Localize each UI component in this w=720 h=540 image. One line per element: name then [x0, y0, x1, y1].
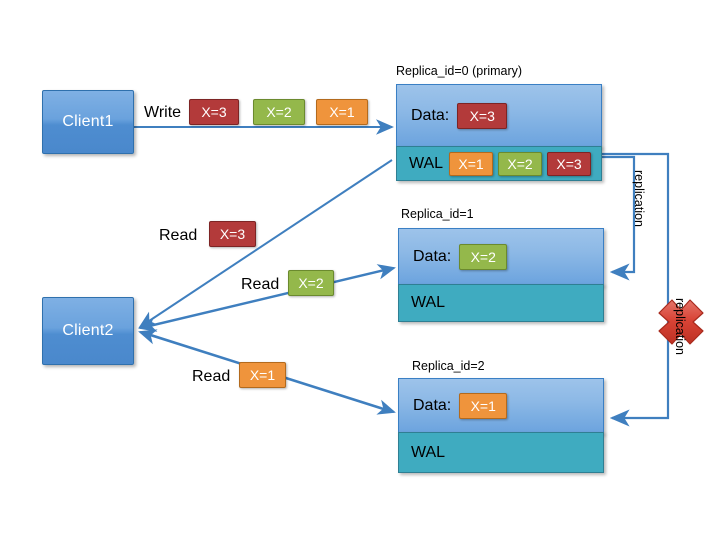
- client1-label: Client1: [62, 113, 114, 130]
- replica0-wal-entry-3: X=3: [547, 151, 592, 176]
- replica0-caption: Replica_id=0 (primary): [396, 64, 523, 78]
- replica0-wal-entry-1: X=1: [449, 151, 494, 176]
- replica0-data-box: Data: X=3: [396, 84, 602, 148]
- write-flow-label: Write: [144, 104, 182, 121]
- replica1-caption: Replica_id=1: [401, 207, 474, 221]
- replica1-data-label: Data:: [413, 248, 452, 265]
- replica1-wal-box: WAL: [398, 284, 604, 322]
- replica0-wal-label: WAL: [409, 154, 444, 172]
- replication-label-replica2: replication: [673, 298, 687, 355]
- replica1-data-box: Data: X=2: [398, 228, 604, 286]
- read3-flow-label: Read: [192, 368, 231, 385]
- replica2-caption: Replica_id=2: [412, 359, 485, 373]
- write-chip-3: X=1: [316, 99, 368, 125]
- read1-flow-label: Read: [159, 227, 198, 244]
- replica1-data-value: X=2: [459, 244, 508, 270]
- read2-chip: X=2: [288, 270, 334, 296]
- replica2-data-label: Data:: [413, 397, 452, 414]
- client2-node[interactable]: Client2: [42, 297, 134, 365]
- read2-flow-label: Read: [241, 276, 280, 293]
- replica2-data-value: X=1: [459, 393, 508, 419]
- replica1-wal-label: WAL: [411, 294, 446, 311]
- client1-node[interactable]: Client1: [42, 90, 134, 154]
- replica2-data-box: Data: X=1: [398, 378, 604, 434]
- replica2-wal-box: WAL: [398, 432, 604, 473]
- read3-chip: X=1: [239, 362, 286, 388]
- read1-chip: X=3: [209, 221, 256, 247]
- replica0-data-value: X=3: [457, 103, 508, 129]
- replica0-data-label: Data:: [411, 107, 450, 124]
- replica0-wal-entry-2: X=2: [498, 151, 543, 176]
- replica0-wal-box: WAL X=1 X=2 X=3: [396, 146, 602, 181]
- replication-label-replica1: replication: [632, 170, 646, 227]
- write-chip-1: X=3: [189, 99, 239, 125]
- replica2-wal-label: WAL: [411, 443, 446, 461]
- arrow-replication-primary-to-replica1: [602, 155, 636, 281]
- client2-label: Client2: [62, 322, 114, 339]
- write-chip-2: X=2: [253, 99, 305, 125]
